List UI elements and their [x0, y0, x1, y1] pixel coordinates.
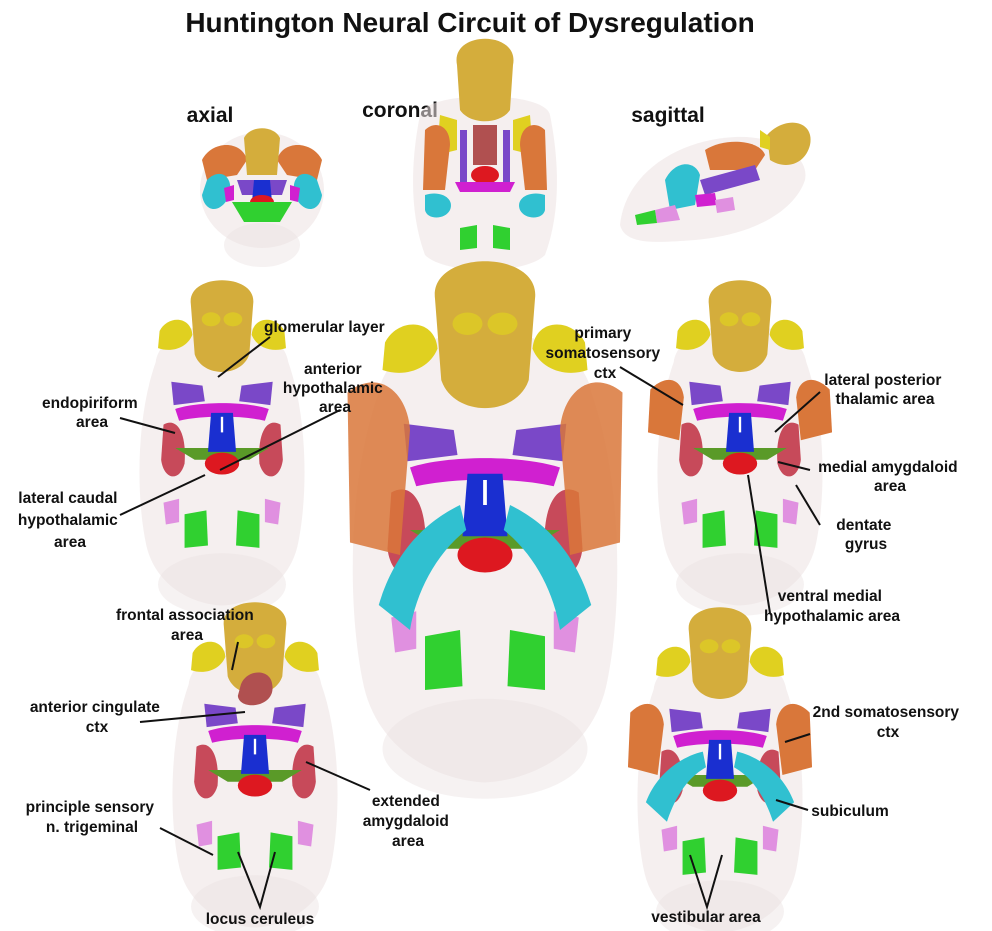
- brain-upper-right: [647, 279, 833, 617]
- label-frontal-association-area: frontal association area: [116, 607, 258, 644]
- brain-axial-small: [200, 128, 324, 267]
- label-ventral-medial-hypothalamic-area: ventral medial hypothalamic area: [764, 588, 900, 625]
- label-anterior-cingulate-ctx: anterior cingulate ctx: [30, 699, 164, 736]
- label-anterior-hypothalamic-area: anterior hypothalamic area: [283, 361, 387, 416]
- label-lateral-posterior-thalamic-area: lateral posterior thalamic area: [824, 372, 945, 408]
- label-locus-ceruleus: locus ceruleus: [206, 911, 315, 928]
- brain-coronal-small: [413, 38, 557, 270]
- brain-lower-left: [171, 601, 339, 931]
- brain-center-large: [347, 259, 623, 801]
- view-label-sagittal: sagittal: [631, 104, 705, 127]
- label-glomerular-layer: glomerular layer: [264, 319, 385, 336]
- view-label-coronal: coronal: [362, 99, 438, 122]
- label-medial-amygdaloid-area: medial amygdaloid area: [818, 459, 962, 495]
- view-label-axial: axial: [187, 104, 234, 127]
- leader-lines: [119, 336, 821, 911]
- brain-lower-right: [627, 606, 813, 931]
- label-dentate-gyrus: dentate gyrus: [836, 517, 895, 553]
- brain-sagittal-small: [620, 122, 811, 242]
- label-subiculum: subiculum: [811, 803, 889, 820]
- label-principle-sensory-n-trigeminal: principle sensory n. trigeminal: [26, 799, 159, 836]
- label-2nd-somatosensory-ctx: 2nd somatosensory ctx: [813, 704, 964, 741]
- label-lateral-caudal-hypothalamic-area: lateral caudal hypothalamic area: [18, 490, 122, 551]
- label-endopiriform-area: endopiriform area: [42, 395, 142, 431]
- labels: glomerular layer endopiriform area anter…: [18, 319, 964, 928]
- figure-title: Huntington Neural Circuit of Dysregulati…: [185, 7, 754, 38]
- label-vestibular-area: vestibular area: [651, 909, 761, 926]
- label-extended-amygdaloid-area: extended amygdaloid area: [363, 793, 453, 850]
- label-primary-somatosensory-ctx: primary somatosensory ctx: [546, 325, 665, 382]
